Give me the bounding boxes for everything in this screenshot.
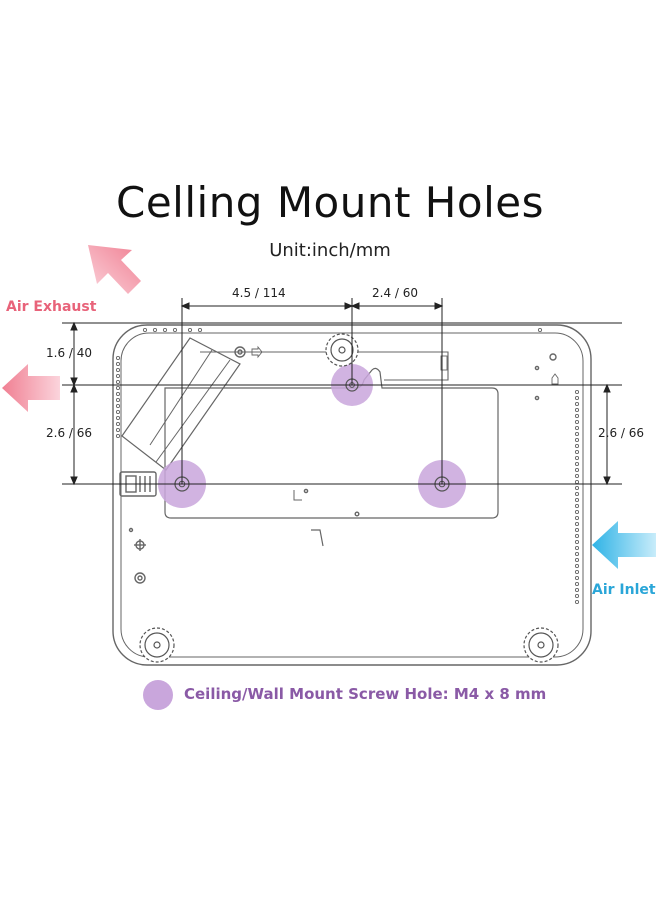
inlet-arrow-left-icon	[592, 521, 656, 569]
legend-swatch	[143, 680, 173, 710]
dimension-vertical-bottom-left: 2.6 / 66	[46, 426, 93, 440]
unit-label: Unit:inch/mm	[269, 240, 391, 261]
air-exhaust-label: Air Exhaust	[6, 299, 97, 315]
dimension-horizontal-right: 2.4 / 60	[372, 286, 419, 300]
reference-lines	[62, 298, 622, 485]
dimension-vertical-right: 2.6 / 66	[598, 426, 645, 440]
page-title: Celling Mount Holes	[116, 178, 544, 227]
exhaust-arrow-diagonal-icon	[88, 245, 141, 294]
legend-label: Ceiling/Wall Mount Screw Hole: M4 x 8 mm	[184, 685, 547, 703]
foot-bottom-left-icon	[139, 627, 175, 663]
air-inlet-label: Air Inlet	[592, 582, 656, 598]
top-vent-dots	[142, 327, 543, 333]
dimension-arrows	[70, 302, 611, 486]
right-vent-dots	[574, 389, 580, 605]
left-vent-dots	[115, 355, 121, 439]
dimension-vertical-top-left: 1.6 / 40	[46, 346, 93, 360]
exhaust-arrow-left-icon	[2, 364, 60, 412]
foot-top-center-icon	[325, 333, 359, 367]
foot-bottom-right-icon	[523, 627, 559, 663]
dimension-horizontal-left: 4.5 / 114	[232, 286, 286, 300]
